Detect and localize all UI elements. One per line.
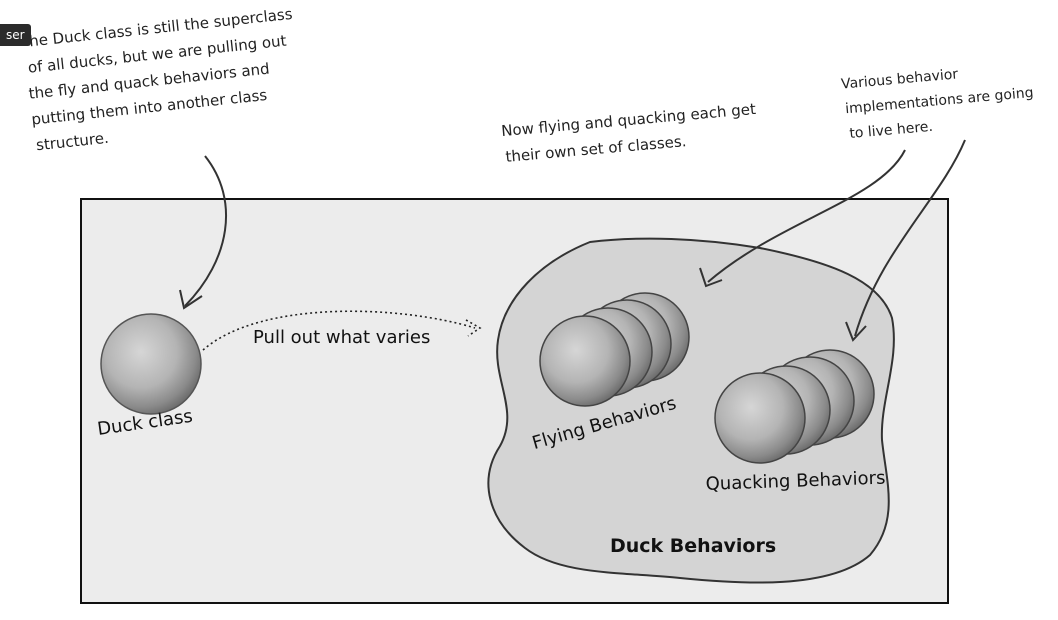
arrow-to-quacking — [845, 139, 966, 342]
pull-out-arrow — [202, 310, 482, 351]
superclass-note: he Duck class is still the superclass of… — [27, 5, 293, 155]
own-classes-note: Now flying and quacking each get their o… — [501, 100, 757, 166]
pull-out-label: Pull out what varies — [253, 327, 430, 348]
implementations-note: Various behavior implementations are goi… — [840, 66, 1034, 142]
quacking-behaviors-stack — [714, 349, 875, 464]
note-line: Various behavior — [840, 66, 959, 92]
duck-behaviors-label: Duck Behaviors — [610, 535, 776, 557]
note-line: Now flying and quacking each get — [501, 100, 757, 140]
arrow-to-duck-class — [179, 155, 227, 310]
flying-behaviors-stack — [539, 292, 690, 407]
arrow-to-flying — [699, 149, 906, 288]
note-line: to live here. — [849, 119, 934, 142]
duck-class-circle — [100, 313, 202, 415]
note-line: structure. — [35, 129, 109, 155]
badge: ser — [0, 24, 31, 46]
